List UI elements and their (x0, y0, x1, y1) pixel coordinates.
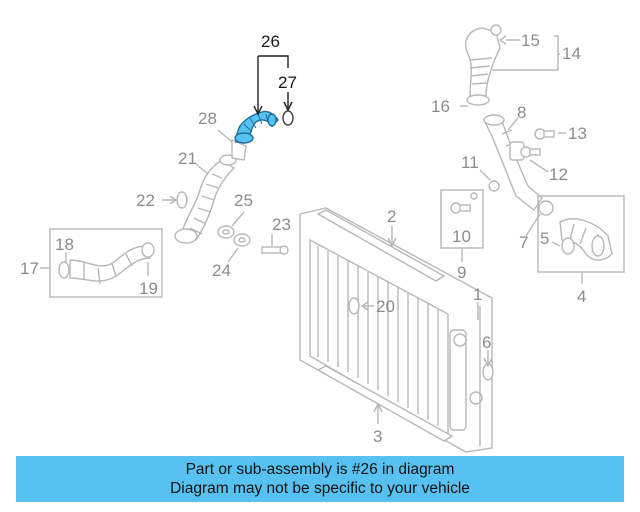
label-9: 9 (457, 263, 466, 282)
bolt-10 (450, 192, 478, 214)
grommet-25 (217, 225, 235, 239)
label-22: 22 (136, 191, 155, 210)
label-8: 8 (517, 103, 526, 122)
bolt-12 (520, 146, 541, 158)
label-20: 20 (376, 297, 395, 316)
hose-21 (174, 154, 237, 244)
hose-4 (559, 218, 613, 261)
nut-11 (488, 180, 500, 192)
label-5: 5 (540, 229, 549, 248)
label-21: 21 (178, 149, 197, 168)
label-19: 19 (139, 279, 158, 298)
label-27: 27 (278, 73, 297, 92)
label-4: 4 (577, 287, 586, 306)
label-26: 26 (261, 32, 280, 51)
clip-22 (176, 191, 188, 209)
label-7: 7 (519, 233, 528, 252)
label-12: 12 (549, 165, 568, 184)
bolt-23 (261, 245, 289, 255)
label-16: 16 (431, 97, 450, 116)
label-6: 6 (482, 333, 491, 352)
label-1: 1 (473, 285, 482, 304)
banner-line-2: Diagram may not be specific to your vehi… (170, 480, 470, 497)
clip-20 (348, 297, 360, 315)
bolt-13 (534, 128, 555, 140)
banner-line-1: Part or sub-assembly is #26 in diagram (185, 461, 455, 478)
leader-lines (40, 35, 583, 424)
label-17: 17 (20, 259, 39, 278)
label-15: 15 (521, 31, 540, 50)
hose-17 (58, 242, 155, 285)
clamp-27 (282, 110, 294, 126)
upper-seal-strip (316, 209, 446, 282)
label-18: 18 (55, 235, 74, 254)
label-3: 3 (373, 427, 382, 446)
lower-seal-strip (316, 365, 454, 442)
label-25: 25 (234, 191, 253, 210)
grommet-24 (233, 233, 251, 247)
label-13: 13 (568, 124, 587, 143)
label-10: 10 (452, 227, 471, 246)
hose-26-highlighted (234, 110, 279, 144)
label-14: 14 (562, 44, 581, 63)
label-23: 23 (272, 215, 291, 234)
intercooler-assembly (299, 207, 493, 453)
label-24: 24 (212, 261, 231, 280)
label-11: 11 (461, 153, 479, 172)
parts-diagram: 1 2 3 4 5 6 7 8 9 10 11 12 13 14 15 16 1… (20, 24, 625, 453)
info-banner: Part or sub-assembly is #26 in diagram D… (16, 456, 624, 502)
box-4 (537, 195, 625, 273)
box-17 (49, 228, 163, 298)
upper-right-pipes (464, 24, 554, 216)
label-28: 28 (198, 109, 217, 128)
bracket-28 (231, 138, 247, 161)
label-2: 2 (387, 207, 396, 226)
